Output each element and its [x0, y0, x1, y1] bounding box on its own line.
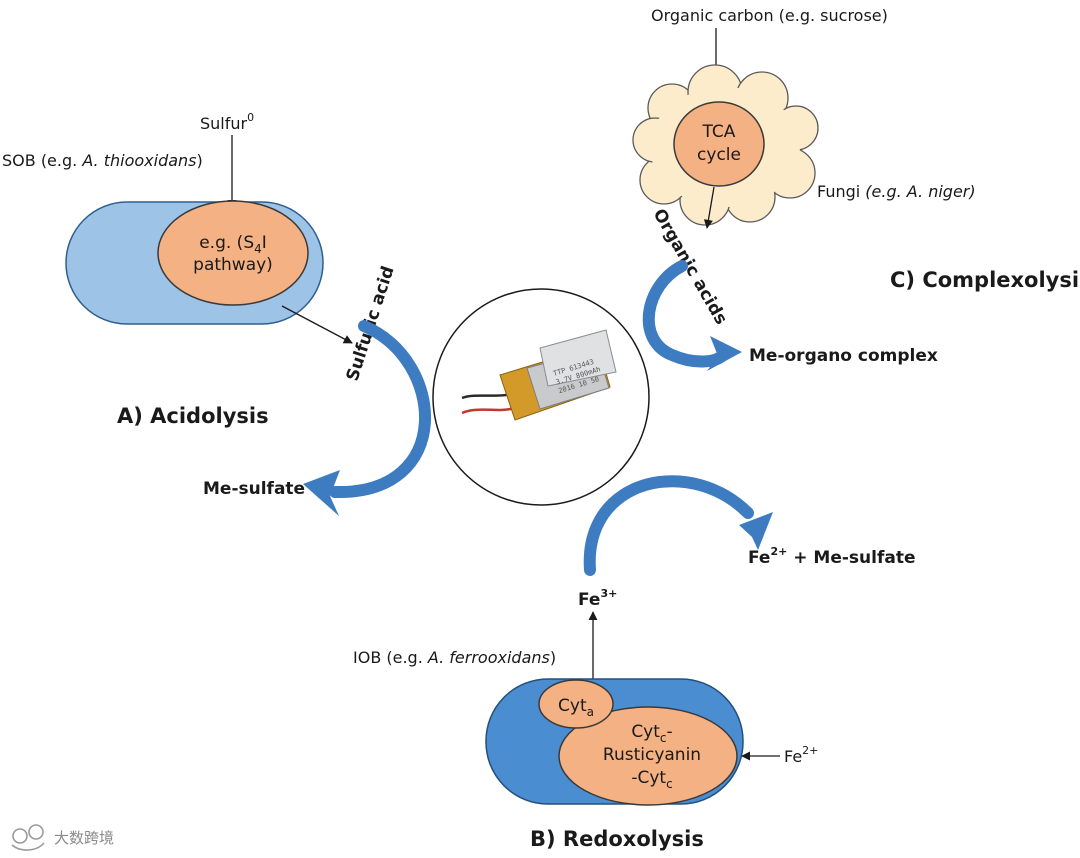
tca-cycle	[673, 101, 765, 187]
watermark: 大数跨境	[11, 824, 114, 851]
watermark-text: 大数跨境	[54, 829, 114, 847]
redoxolysis-flow-head	[739, 512, 773, 550]
complexolysis-section: Organic carbon (e.g. sucrose) TCA cycle …	[632, 6, 1080, 371]
complexolysis-flow-curve	[642, 260, 728, 368]
acidolysis-flow-head	[303, 470, 340, 516]
pathway-to-acid-arrow	[281, 305, 353, 344]
battery-image: TTP 613443 3.7V 800mAh 2016 10 50	[461, 329, 617, 421]
iob-label: IOB (e.g. A. ferrooxidans)	[353, 648, 556, 667]
s4i-pathway	[157, 200, 309, 306]
fe2-input-label: Fe2+	[784, 744, 818, 766]
acidolysis-flow-curve	[329, 320, 432, 499]
sulfur-label: Sulfur0	[200, 111, 254, 133]
cytc-rusticyanin-complex	[558, 706, 738, 806]
tca-line1: TCA	[702, 122, 736, 142]
me-sulfate-label: Me-sulfate	[203, 479, 305, 499]
tca-line2: cycle	[697, 145, 741, 165]
sob-label: SOB (e.g. A. thiooxidans)	[2, 151, 203, 170]
complex-line1: Cytc-	[631, 722, 672, 745]
fe3-label: Fe3+	[578, 587, 617, 610]
complexolysis-title: C) Complexolysis	[890, 268, 1080, 292]
complex-line3: -Cytc	[631, 768, 672, 791]
battery-section: TTP 613443 3.7V 800mAh 2016 10 50	[432, 288, 650, 506]
fungi-label: Fungi (e.g. A. niger)	[817, 182, 976, 201]
pathway-line1: e.g. (S4I	[199, 233, 267, 256]
me-organo-label: Me-organo complex	[749, 346, 938, 366]
tca-to-acids-arrow	[703, 186, 715, 229]
redoxolysis-title: B) Redoxolysis	[530, 827, 704, 851]
watermark-logo-icon	[11, 824, 45, 851]
redoxolysis-flow-curve	[583, 475, 754, 576]
complex-line2: Rusticyanin	[603, 745, 701, 765]
pathway-line2: pathway)	[193, 255, 273, 275]
organic-carbon-label: Organic carbon (e.g. sucrose)	[651, 6, 888, 25]
acidolysis-section: Sulfur0 SOB (e.g. A. thiooxidans) e.g. (…	[2, 111, 432, 516]
organic-acids-label: Organic acids	[649, 206, 731, 329]
redoxolysis-section: Fe2+ + Me-sulfate Fe3+ IOB (e.g. A. ferr…	[353, 475, 916, 851]
cyt-a	[538, 679, 614, 729]
complexolysis-flow-head	[707, 336, 742, 371]
fe2-me-sulfate-label: Fe2+ + Me-sulfate	[748, 545, 916, 568]
acidolysis-title: A) Acidolysis	[117, 404, 269, 428]
cyt-a-label: Cyta	[558, 696, 594, 719]
